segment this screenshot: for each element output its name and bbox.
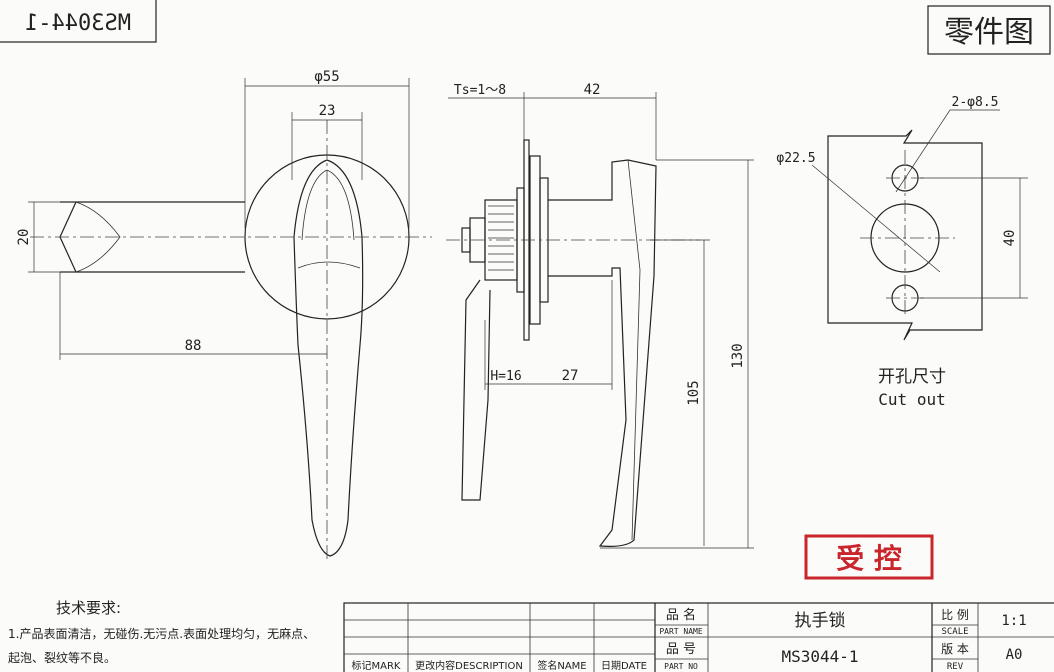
tech-title: 技术要求: — [56, 599, 121, 617]
tech-line-1: 1.产品表面清洁，无碰伤.无污点.表面处理均匀，无麻点、 — [8, 626, 315, 641]
scale-value: 1:1 — [1001, 613, 1026, 629]
controlled-stamp: 受 控 — [804, 534, 934, 580]
dim-side-105: 105 — [686, 380, 702, 405]
rev-en: REV — [947, 662, 964, 672]
rev-cn: 版 本 — [941, 642, 969, 656]
col-mark: 标记MARK — [352, 660, 401, 672]
dim-h: H=16 — [490, 369, 521, 384]
cutout-title-cn: 开孔尺寸 — [878, 367, 946, 387]
dim-front-height: 20 — [16, 229, 32, 246]
col-name: 签名NAME — [537, 659, 586, 672]
tech-requirements: 技术要求: 1.产品表面清洁，无碰伤.无污点.表面处理均匀，无麻点、 起泡、裂纹… — [8, 599, 315, 665]
part-name-cn: 品 名 — [666, 607, 696, 623]
dim-offset: 27 — [562, 368, 579, 384]
dim-front-inner: 23 — [319, 103, 336, 119]
part-name-en: PART NAME — [659, 627, 703, 636]
part-name-value: 执手锁 — [795, 611, 846, 631]
dim-spacing: 40 — [1002, 230, 1018, 247]
title-block: 标记MARK 更改内容DESCRIPTION 签名NAME 日期DATE 品 名… — [343, 602, 1054, 672]
part-no-value: MS3044-1 — [781, 647, 858, 666]
mirrored-part-no: MS3044-1 — [25, 11, 131, 36]
dim-front-length: 88 — [185, 338, 202, 354]
col-date: 日期DATE — [601, 660, 647, 672]
rev-value: A0 — [1006, 647, 1023, 663]
part-no-cn: 品 号 — [666, 642, 696, 657]
stamp-text: 受 控 — [836, 542, 902, 575]
side-view: Ts=1～8 42 H=16 27 105 130 — [446, 82, 754, 549]
dim-front-outer: φ55 — [314, 69, 339, 85]
front-view: φ55 23 20 88 — [16, 69, 432, 560]
cutout-title-en: Cut out — [878, 390, 945, 409]
doc-type: 零件图 — [944, 15, 1034, 50]
tech-line-2: 起泡、裂纹等不良。 — [8, 650, 116, 665]
cutout-view: 2-φ8.5 φ22.5 40 开孔尺寸 Cut out — [776, 95, 1028, 409]
dim-ts: Ts=1～8 — [454, 83, 506, 98]
dim-center-hole: φ22.5 — [776, 151, 815, 166]
doc-type-box: 零件图 — [927, 5, 1051, 55]
scale-en: SCALE — [941, 627, 968, 637]
scale-cn: 比 例 — [941, 608, 969, 622]
mirrored-part-label: MS3044-1 — [0, 0, 157, 43]
dim-side-130: 130 — [730, 343, 746, 368]
part-no-en: PART NO — [664, 662, 698, 671]
col-desc: 更改内容DESCRIPTION — [415, 659, 523, 672]
dim-side-depth: 42 — [584, 82, 601, 98]
dim-holes: 2-φ8.5 — [952, 95, 999, 110]
